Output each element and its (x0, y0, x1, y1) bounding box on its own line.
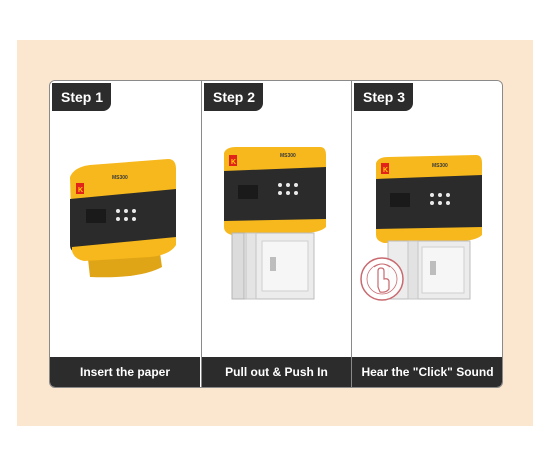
kodak-logo-icon (229, 155, 237, 166)
step-1-label: Step 1 (52, 83, 112, 111)
svg-text:K: K (231, 159, 236, 166)
step-2-panel: K MS300 Step 2 Pull out & Push In (201, 81, 351, 387)
steps-container: K MS300 Step 1 Insert the paper K MS300 (49, 80, 503, 388)
step-1-caption: Insert the paper (50, 357, 200, 387)
step-3-label: Step 3 (354, 83, 414, 111)
step-1-panel: K MS300 Step 1 Insert the paper (50, 81, 200, 387)
svg-text:K: K (383, 167, 388, 174)
printer-click-sound-illustration: K MS300 (360, 155, 482, 301)
svg-text:K: K (78, 187, 83, 194)
step-2-label: Step 2 (204, 83, 264, 111)
svg-text:MS300: MS300 (280, 153, 296, 159)
svg-text:MS300: MS300 (112, 175, 128, 181)
printer-pull-out-illustration: K MS300 (224, 147, 326, 300)
svg-text:MS300: MS300 (432, 163, 448, 169)
click-stamp-icon (360, 257, 404, 301)
kodak-logo-icon (381, 163, 389, 174)
step-3-panel: K MS300 Step 3 Hear the "Click" Sound (351, 81, 502, 387)
kodak-logo-icon (76, 183, 84, 194)
printer-insert-paper-illustration: K MS300 (70, 159, 176, 278)
step-3-caption: Hear the "Click" Sound (352, 357, 502, 387)
step-2-caption: Pull out & Push In (202, 357, 351, 387)
